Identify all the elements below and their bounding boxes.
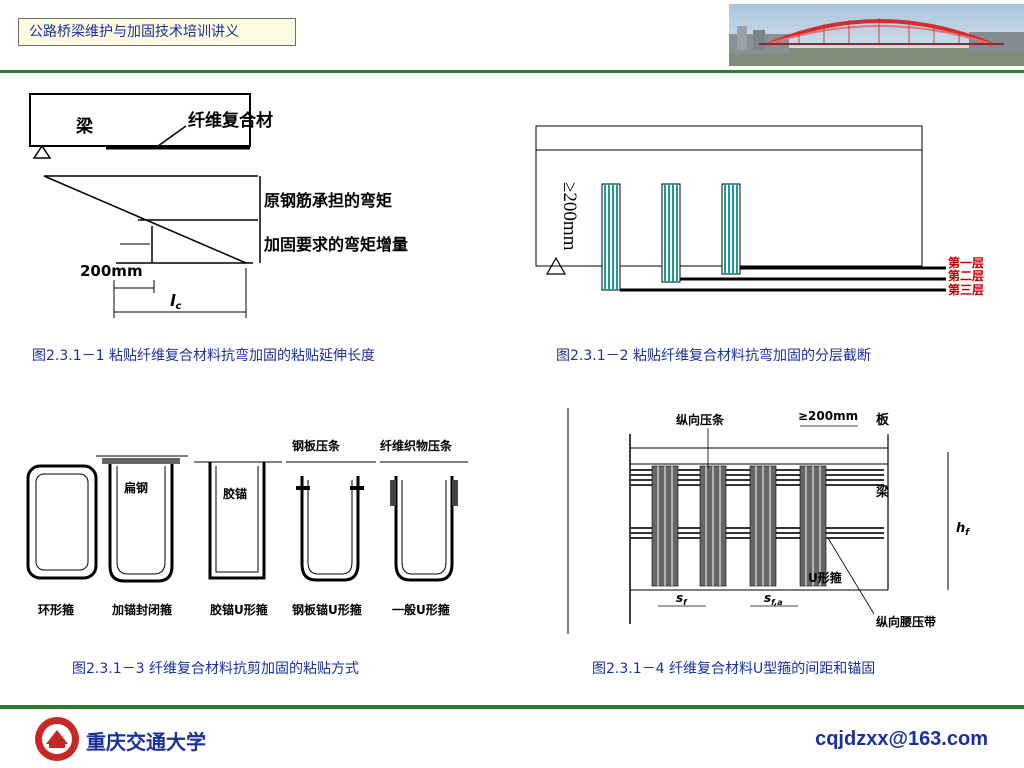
fig3-type2-label: 加锚封闭箍 (111, 602, 172, 617)
fig4-200mm-label: ≥200mm (798, 409, 858, 423)
bridge-banner-image (729, 4, 1024, 66)
fig4-beam-label: 梁 (875, 484, 890, 500)
figure1-caption: 图2.3.1－1 粘贴纤维复合材料抗弯加固的粘贴延伸长度 (32, 348, 375, 364)
fig1-lc-label: lc (170, 291, 181, 312)
fig4-u-stirrup-label: U形箍 (808, 570, 842, 585)
fig4-slab-label: 板 (876, 412, 890, 428)
header-divider (0, 70, 1024, 73)
fig2-layer1-label: 第一层 (948, 255, 984, 270)
fig3-glue-anchor-label: 胶锚 (223, 486, 247, 501)
fig3-steel-strip-label: 钢板压条 (292, 438, 341, 453)
university-name: 重庆交通大学 (86, 730, 206, 754)
figure2-layer-cutoff: ≥200mm 第一层 第二层 第三层 (535, 125, 984, 297)
fig4-sf-label: sf (676, 591, 688, 607)
fig4-waist-strip-label: 纵向腰压带 (876, 614, 936, 629)
fig3-type5-label: 一般U形箍 (392, 602, 450, 617)
fig4-hf-label: hf (956, 521, 970, 538)
figure2-caption: 图2.3.1－2 粘贴纤维复合材料抗弯加固的分层截断 (556, 348, 871, 364)
fig2-strip-1 (601, 183, 621, 291)
fig3-fiber-strip-label: 纤维织物压条 (380, 438, 453, 453)
fig4-sfa-label: sf,a (764, 591, 783, 607)
footer-divider (0, 705, 1024, 709)
fig2-strip-3 (721, 183, 741, 275)
fig3-type3-label: 胶锚U形箍 (210, 602, 268, 617)
figure3-caption: 图2.3.1－3 纤维复合材料抗剪加固的粘贴方式 (72, 661, 359, 677)
figure4-caption: 图2.3.1－4 纤维复合材料U型箍的间距和锚固 (592, 661, 876, 677)
fig3-type1-label: 环形箍 (38, 602, 74, 617)
fig2-layer2-label: 第二层 (948, 268, 984, 283)
fig2-layer3-label: 第三层 (948, 282, 984, 297)
fig4-long-strip-label: 纵向压条 (676, 412, 725, 427)
fig3-type4-label: 钢板锚U形箍 (292, 602, 362, 617)
contact-email[interactable]: cqjdzxx@163.com (815, 728, 988, 750)
fig1-200mm-label: 200mm (80, 262, 143, 280)
fig2-spacing-label: ≥200mm (559, 182, 580, 251)
fig1-required-increase-label: 加固要求的弯矩增量 (263, 235, 408, 254)
figure1-anchorage-length: 梁 纤维复合材 原钢筋承担的弯矩 加固要求的弯矩增量 200mm lc (29, 93, 408, 318)
figure3-shear-wrapping-modes: 扁钢 胶锚 钢板压条 纤维织物压条 环形箍 加锚封闭箍 胶锚U形箍 钢板锚U形箍… (26, 438, 468, 617)
fig1-beam-label: 梁 (75, 116, 94, 137)
fig1-frp-label: 纤维复合材 (188, 110, 273, 131)
course-title: 公路桥梁维护与加固技术培训讲义 (18, 18, 296, 46)
university-logo-icon (35, 717, 79, 761)
fig3-flat-steel-label: 扁钢 (124, 480, 148, 495)
figure4-u-stirrup-spacing: hf 纵向压条 ≥200mm 板 梁 U形箍 sf sf,a 纵向腰压带 (567, 408, 970, 634)
fig2-strip-2 (661, 183, 681, 283)
fig1-original-moment-label: 原钢筋承担的弯矩 (264, 191, 392, 210)
